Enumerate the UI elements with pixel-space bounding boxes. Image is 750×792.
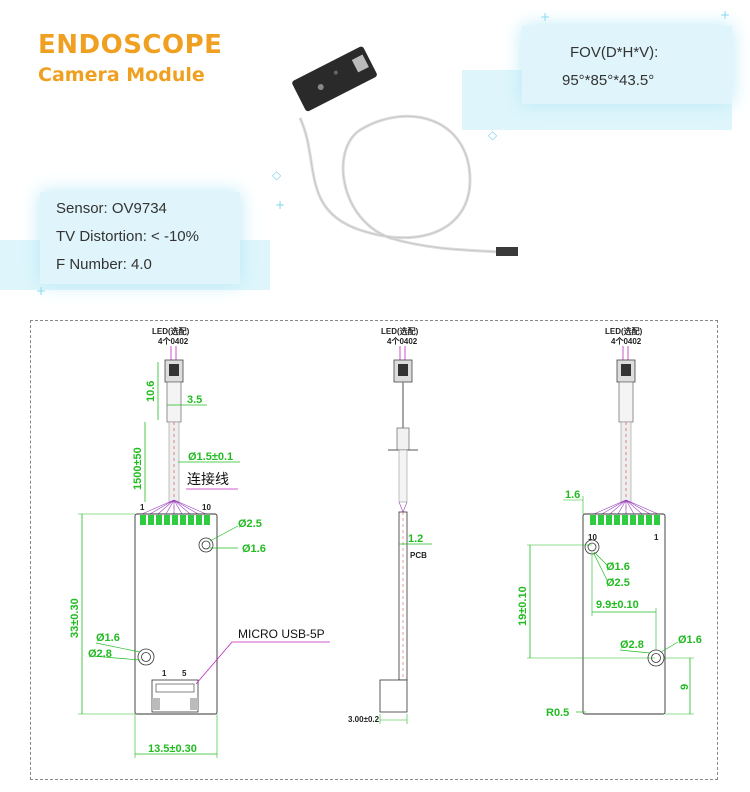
side-view: LED(选配) 4个0402 1.2 PCB 3.00±0.2 (348, 326, 432, 724)
back-led-count: 4个0402 (611, 336, 642, 346)
front-dim-low-outer: Ø2.8 (88, 648, 112, 660)
front-dim-head-length: 10.6 (145, 381, 157, 402)
front-led-count: 4个0402 (158, 336, 189, 346)
back-dim-top-offset: 1.6 (565, 489, 580, 501)
fov-label: FOV(D*H*V): (570, 44, 659, 61)
side-dim-bottom: 3.00±0.2 (348, 715, 380, 724)
front-dim-cable-length: 1500±50 (132, 447, 144, 490)
fnumber-spec: F Number: 4.0 (56, 256, 152, 273)
front-dim-low-inner: Ø1.6 (96, 632, 120, 644)
front-dim-board-width: 13.5±0.30 (148, 743, 197, 755)
front-cable-label: 连接线 (187, 471, 229, 487)
back-dim-hole-spacing-v: 19±0.10 (517, 586, 529, 626)
front-view: LED(选配) 4个0402 10.6 3.5 1500±50 Ø1.5±0.1… (69, 326, 330, 758)
side-led-count: 4个0402 (387, 336, 418, 346)
front-led-label: LED(选配) (152, 326, 190, 336)
sparkle-icon: + (275, 198, 286, 212)
sparkle-icon: ◇ (488, 128, 498, 142)
back-pin-10: 10 (588, 533, 597, 542)
front-dim-hole-inner: Ø1.6 (242, 543, 266, 555)
sparkle-icon: ◇ (272, 168, 282, 182)
back-dim-low-outer: Ø2.8 (620, 639, 644, 651)
back-dim-radius: R0.5 (546, 707, 569, 719)
sparkle-icon: + (540, 10, 551, 24)
back-pin-1: 1 (654, 533, 659, 542)
front-pin-1: 1 (140, 503, 145, 512)
sensor-spec: Sensor: OV9734 (56, 200, 167, 217)
fov-value: 95°*85°*43.5° (562, 72, 655, 89)
back-led-label: LED(选配) (605, 326, 643, 336)
back-dim-hole-inner: Ø1.6 (606, 561, 630, 573)
front-dim-cable-diameter: Ø1.5±0.1 (188, 451, 233, 463)
back-dim-hole-outer: Ø2.5 (606, 577, 630, 589)
back-dim-hole-spacing-h: 9.9±0.10 (596, 599, 639, 611)
product-photo (292, 46, 518, 256)
front-usb-pin-5: 5 (182, 669, 187, 678)
product-title: ENDOSCOPE (38, 30, 223, 60)
front-usb-pin-1: 1 (162, 669, 167, 678)
front-usb-label: MICRO USB-5P (238, 627, 325, 641)
distortion-spec: TV Distortion: < -10% (56, 228, 199, 245)
front-pin-10: 10 (202, 503, 211, 512)
back-view: LED(选配) 4个0402 1.6 10 1 Ø1.6 Ø2.5 19±0.1… (517, 326, 702, 719)
sparkle-icon: + (36, 284, 47, 298)
side-pcb-label: PCB (410, 551, 427, 560)
front-dim-head-width: 3.5 (187, 394, 202, 406)
side-led-label: LED(选配) (381, 326, 419, 336)
front-dim-board-length: 33±0.30 (69, 598, 81, 638)
fov-panel: FOV(D*H*V): 95°*85°*43.5° (522, 26, 732, 104)
back-dim-low-inner: Ø1.6 (678, 634, 702, 646)
front-dim-hole-outer: Ø2.5 (238, 518, 262, 530)
technical-drawing-frame (30, 320, 718, 780)
side-dim-thickness: 1.2 (408, 533, 423, 545)
sparkle-icon: + (720, 8, 731, 22)
specs-panel: Sensor: OV9734 TV Distortion: < -10% F N… (40, 192, 240, 284)
product-subtitle: Camera Module (38, 64, 205, 86)
back-dim-bottom-offset: 9 (679, 684, 691, 690)
